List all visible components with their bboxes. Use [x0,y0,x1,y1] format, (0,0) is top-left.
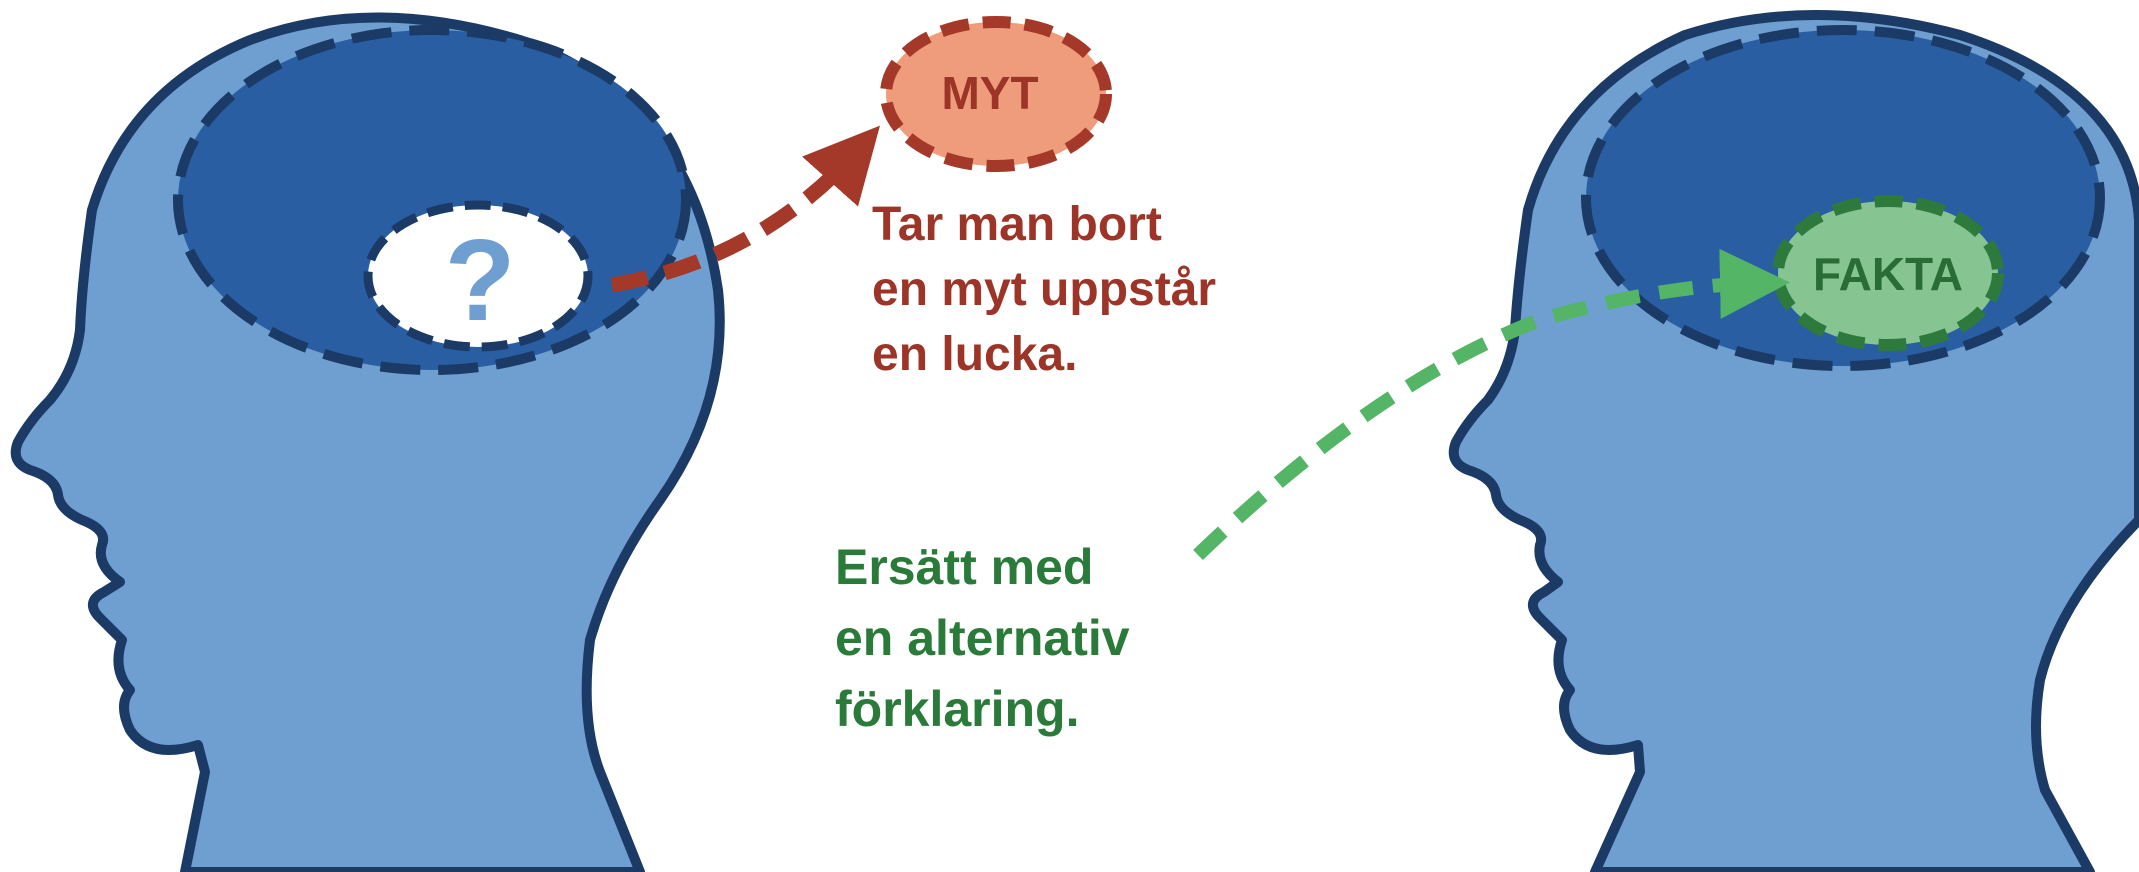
fact-caption: Ersätt med en alternativ förklaring. [835,539,1143,737]
right-head: FAKTA [1448,10,2139,872]
myth-removal: MYT Tar man bort en myt uppstår en lucka… [610,16,1229,381]
myth-caption-line-3: en lucka. [872,328,1077,381]
myth-caption-line-1: Tar man bort [872,198,1162,251]
fact-label: FAKTA [1813,248,1963,300]
myth-arrow [610,125,880,293]
question-mark: ? [445,215,516,345]
fact-caption-line-1: Ersätt med [835,539,1093,595]
myth-label: MYT [941,67,1038,119]
fact-arrow [1193,248,1790,561]
myth-bubble [880,16,1112,172]
knowledge-gap-bubble [363,200,593,352]
myth-caption: Tar man bort en myt uppstår en lucka. [872,198,1229,381]
left-head: ? [10,12,725,872]
fact-caption-line-3: förklaring. [835,681,1079,737]
fact-caption-line-2: en alternativ [835,610,1130,666]
myth-caption-line-2: en myt uppstår [872,263,1216,316]
fact-bubble [1772,195,2004,351]
fact-replacement: Ersätt med en alternativ förklaring. [835,539,1143,737]
